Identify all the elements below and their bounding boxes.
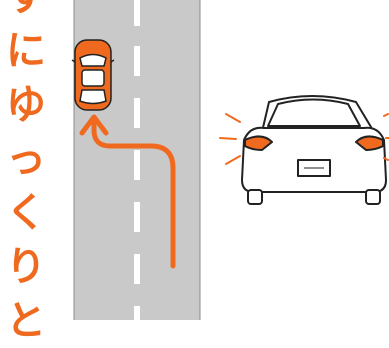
caption-char: く [0, 186, 52, 240]
lane-dash [134, 254, 140, 284]
caption-char: と [0, 294, 52, 348]
lane-divider [134, 0, 140, 320]
lane-dash [134, 46, 140, 76]
vertical-caption: す に ゆ っ く り と [0, 0, 52, 290]
caption-char: っ [0, 132, 52, 186]
lane-dash [134, 150, 140, 180]
caption-char: り [0, 240, 52, 294]
lane-dash [134, 202, 140, 232]
lane-dash [134, 98, 140, 128]
lane-dash [134, 0, 140, 26]
caption-char: す [0, 0, 52, 24]
caption-char: に [0, 24, 52, 78]
car-rear-view-icon [242, 96, 386, 204]
pull-over-diagram [0, 0, 389, 320]
caption-char: ゆ [0, 78, 52, 132]
lane-dash [134, 306, 140, 320]
car-top-view-icon [72, 40, 114, 110]
